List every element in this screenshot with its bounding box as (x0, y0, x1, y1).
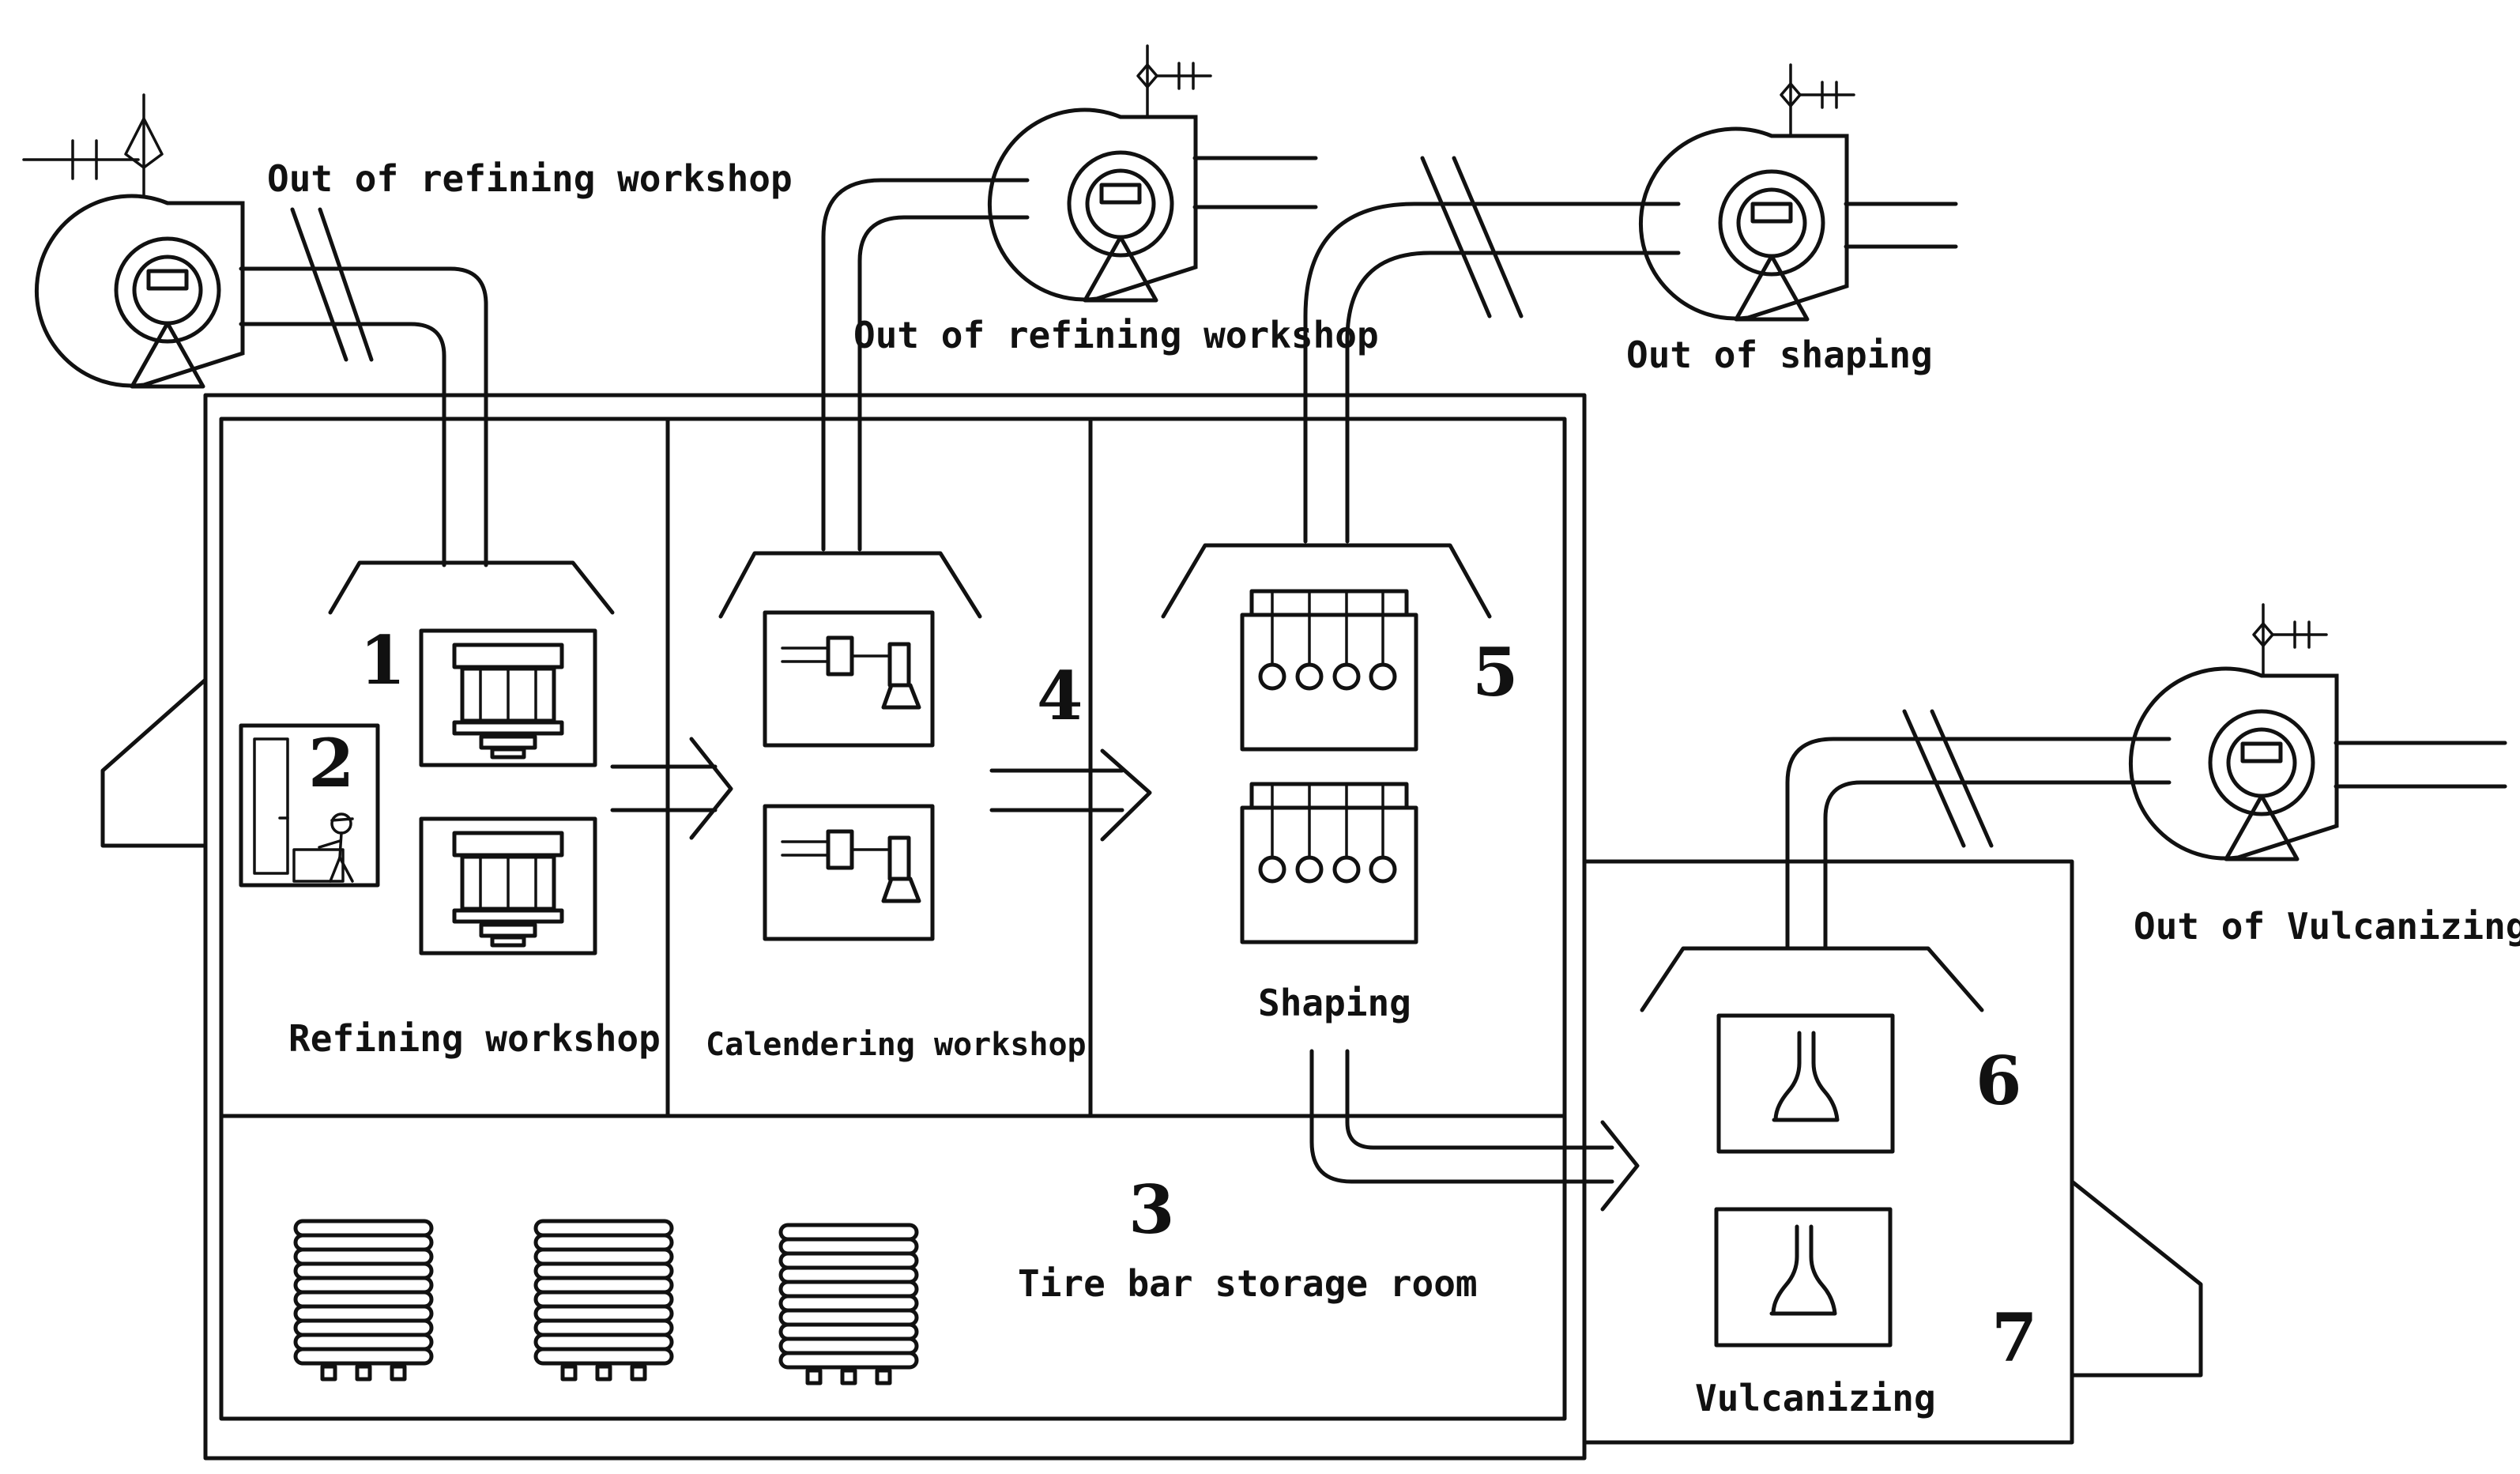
number-1: 1 (360, 621, 405, 699)
valve-icon (1780, 63, 1855, 138)
exhaust-hood-icon (1161, 543, 1492, 619)
vulcanizing-press-icon (1719, 1016, 1893, 1152)
vulcanizing-press-icon (1716, 1209, 1890, 1345)
vulcanizing-building (1582, 859, 2203, 1445)
valve-icon (1136, 44, 1212, 119)
tire-stack-icon (781, 1225, 917, 1383)
press-machine-icon (421, 631, 595, 765)
fan-icon (989, 110, 1196, 300)
duct-vulcanizing (1785, 709, 2507, 951)
number-7: 7 (1991, 1299, 2037, 1377)
shaping-machine-icon (1242, 591, 1416, 749)
duct-refining (239, 207, 488, 567)
exhaust-hood-icon (1640, 946, 1984, 1012)
fan-icon (36, 196, 243, 386)
duct-shaping (1303, 156, 1958, 544)
label-out-vulcanizing: Out of Vulcanizing (2134, 905, 2520, 948)
control-room-icon (239, 723, 380, 888)
calender-machine-icon (765, 806, 932, 939)
label-out-refining-1: Out of refining workshop (267, 157, 793, 200)
fan-icon (2130, 669, 2337, 859)
shaping-machine-icon (1242, 784, 1416, 942)
press-machine-icon (421, 819, 595, 953)
number-4: 4 (1037, 657, 1083, 735)
flow-arrow-icon (610, 737, 733, 840)
tire-stack-icon (536, 1221, 672, 1379)
exhaust-hood-icon (328, 560, 615, 615)
number-3: 3 (1128, 1171, 1174, 1249)
label-out-refining-2: Out of refining workshop (853, 314, 1379, 356)
valve-icon (2252, 603, 2328, 677)
number-5: 5 (1472, 633, 1518, 711)
label-storage-room: Tire bar storage room (1018, 1262, 1478, 1305)
number-2: 2 (308, 724, 354, 802)
label-out-shaping: Out of shaping (1626, 334, 1933, 376)
valve-icon (22, 93, 164, 198)
flow-arrow-icon (989, 748, 1152, 842)
calender-machine-icon (765, 613, 932, 745)
label-vulcanizing: Vulcanizing (1695, 1377, 1936, 1419)
exhaust-hood-icon (718, 551, 982, 619)
number-6: 6 (1976, 1042, 2021, 1120)
label-shaping: Shaping (1258, 982, 1411, 1024)
duct-calendering (821, 156, 1318, 552)
label-calendering-workshop: Calendering workshop (706, 1027, 1087, 1063)
label-refining-workshop: Refining workshop (288, 1017, 661, 1060)
fan-icon (1640, 129, 1847, 319)
flow-arrow-icon (1309, 1049, 1640, 1212)
tire-stack-icon (296, 1221, 431, 1379)
